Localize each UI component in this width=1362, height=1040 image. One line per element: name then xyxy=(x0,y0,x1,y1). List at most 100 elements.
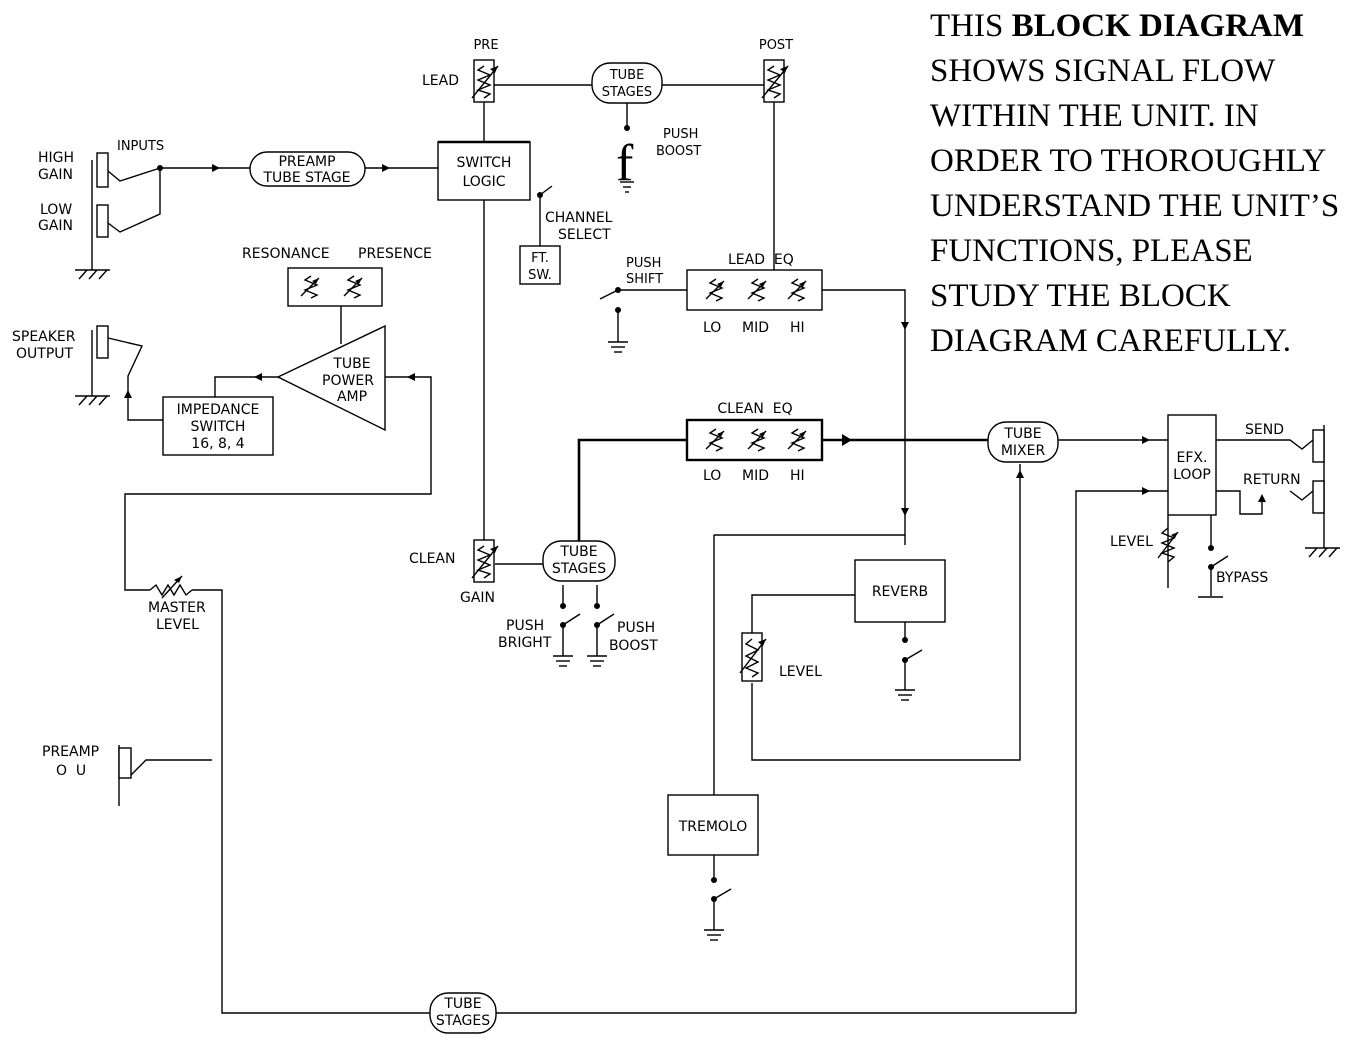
master-level-label-2: LEVEL xyxy=(156,617,199,633)
ground-icon xyxy=(895,689,915,701)
push-shift-label-2: SHIFT xyxy=(626,272,663,287)
preamp-tube-stage-block xyxy=(249,151,366,187)
switch-logic-label-2: LOGIC xyxy=(462,174,505,190)
low-gain-label-2: GAIN xyxy=(38,218,73,234)
tube-mixer-label-1: TUBE xyxy=(1003,426,1041,442)
lead-tube-stages-block xyxy=(591,62,663,104)
clean-eq-lo-label: LO xyxy=(703,468,721,484)
bypass-label: BYPASS xyxy=(1216,570,1268,586)
description-line-7: STUDY THE BLOCK xyxy=(930,278,1231,314)
push-boost-label-2: BOOST xyxy=(656,144,701,159)
clean-eq-mid-label: MID xyxy=(742,468,769,484)
tube-mixer-label-2: MIXER xyxy=(1001,443,1046,459)
lead-label: LEAD xyxy=(422,73,459,89)
ground-icon xyxy=(553,655,573,667)
ground-icon xyxy=(75,395,110,406)
push-shift-label-1: PUSH xyxy=(626,256,661,271)
description-line-6: FUNCTIONS, PLEASE xyxy=(930,233,1253,269)
lead-tube-stages-label-2: STAGES xyxy=(602,85,652,100)
impedance-switch-label-3: 16, 8, 4 xyxy=(191,436,245,452)
low-gain-label-1: LOW xyxy=(40,202,72,218)
description-line-2: SHOWS SIGNAL FLOW xyxy=(930,53,1276,89)
send-jack xyxy=(1312,429,1325,463)
return-label: RETURN xyxy=(1243,472,1301,488)
inputs-label: INPUTS xyxy=(117,139,164,154)
preamp-out-jack xyxy=(118,747,132,779)
preamp-tube-stage-label-1: PREAMP xyxy=(278,154,335,170)
diagram-description: THIS BLOCK DIAGRAM SHOWS SIGNAL FLOW WIT… xyxy=(930,4,1360,364)
switch-logic-block xyxy=(437,141,531,201)
description-line-1-pre: THIS xyxy=(930,8,1012,44)
high-gain-label-1: HIGH xyxy=(38,150,74,166)
lead-eq-lo-label: LO xyxy=(703,320,721,336)
low-gain-jack xyxy=(96,204,109,238)
impedance-switch-label-2: SWITCH xyxy=(191,419,246,435)
signal-wires xyxy=(91,84,1325,1014)
ground-icon xyxy=(75,269,110,280)
push-boost-label-1: PUSH xyxy=(663,127,698,142)
ground-symbols xyxy=(75,181,1340,941)
impedance-switch-block xyxy=(162,396,274,456)
f-boost-symbol: f xyxy=(616,135,634,192)
lead-pre-pot xyxy=(471,59,499,103)
clean-tube-stages-label-1: TUBE xyxy=(559,544,597,560)
description-line-8: DIAGRAM CAREFULLY. xyxy=(930,323,1291,359)
ft-sw-label-2: SW. xyxy=(528,268,552,283)
presence-label: PRESENCE xyxy=(358,246,432,262)
efx-level-label: LEVEL xyxy=(1110,534,1153,550)
lead-eq-block xyxy=(686,269,823,311)
potentiometers xyxy=(149,59,1179,682)
tube-power-amp-label-3: AMP xyxy=(337,389,367,405)
clean-push-boost-label-2: BOOST xyxy=(609,638,658,654)
clean-eq-hi-label: HI xyxy=(790,468,805,484)
preamp-out-label-2: O U xyxy=(56,763,86,779)
return-jack xyxy=(1312,480,1325,514)
return-tube-stages-block xyxy=(429,992,497,1034)
tremolo-block xyxy=(667,794,759,856)
tremolo-label: TREMOLO xyxy=(678,819,748,835)
clean-push-boost-label-1: PUSH xyxy=(617,620,655,636)
efx-loop-block xyxy=(1167,414,1217,516)
impedance-switch-label-1: IMPEDANCE xyxy=(177,402,260,418)
reverb-level-pot xyxy=(739,632,767,682)
lead-post-pot xyxy=(761,59,789,103)
ground-icon xyxy=(1305,547,1340,558)
tube-power-amp-label-1: TUBE xyxy=(332,356,370,372)
clean-gain-pot xyxy=(471,539,499,583)
tube-power-amp-block xyxy=(276,324,386,432)
clean-tube-stages-block xyxy=(542,540,616,582)
description-line-1: THIS BLOCK DIAGRAM xyxy=(930,4,1360,49)
high-gain-label-2: GAIN xyxy=(38,167,73,183)
speaker-output-label-1: SPEAKER xyxy=(12,329,76,345)
tube-mixer-block xyxy=(987,421,1059,463)
gain-label: GAIN xyxy=(460,590,495,606)
ground-icon xyxy=(620,181,634,193)
efx-loop-label-1: EFX. xyxy=(1177,450,1208,466)
labels: INPUTS HIGH GAIN LOW GAIN PREAMP TUBE ST… xyxy=(12,38,1301,1029)
jacks xyxy=(96,152,1325,779)
description-line-5: UNDERSTAND THE UNIT’S xyxy=(930,188,1340,224)
master-level-pot xyxy=(149,575,193,599)
description-line-1-bold: BLOCK DIAGRAM xyxy=(1011,8,1305,44)
reverb-block xyxy=(854,559,946,623)
push-bright-label-2: BRIGHT xyxy=(498,635,552,651)
push-bright-label-1: PUSH xyxy=(506,618,544,634)
ground-icon xyxy=(608,341,628,353)
ground-icon xyxy=(704,929,724,941)
ft-sw-label-1: FT. xyxy=(531,251,549,266)
lead-eq-mid-label: MID xyxy=(742,320,769,336)
reverb-label: REVERB xyxy=(872,584,928,600)
ground-icon xyxy=(587,655,607,667)
speaker-output-label-2: OUTPUT xyxy=(16,346,74,362)
block-pots xyxy=(300,275,807,452)
preamp-tube-stage-label-2: TUBE STAGE xyxy=(262,170,350,186)
tube-power-amp-label-2: POWER xyxy=(322,373,374,389)
efx-loop-label-2: LOOP xyxy=(1173,467,1211,483)
clean-eq-label: CLEAN EQ xyxy=(717,401,792,417)
efx-level-pot xyxy=(1157,527,1179,563)
post-label: POST xyxy=(759,38,793,53)
high-gain-jack xyxy=(96,152,109,188)
reverb-level-label: LEVEL xyxy=(779,664,822,680)
preamp-out-label-1: PREAMP xyxy=(42,744,99,760)
